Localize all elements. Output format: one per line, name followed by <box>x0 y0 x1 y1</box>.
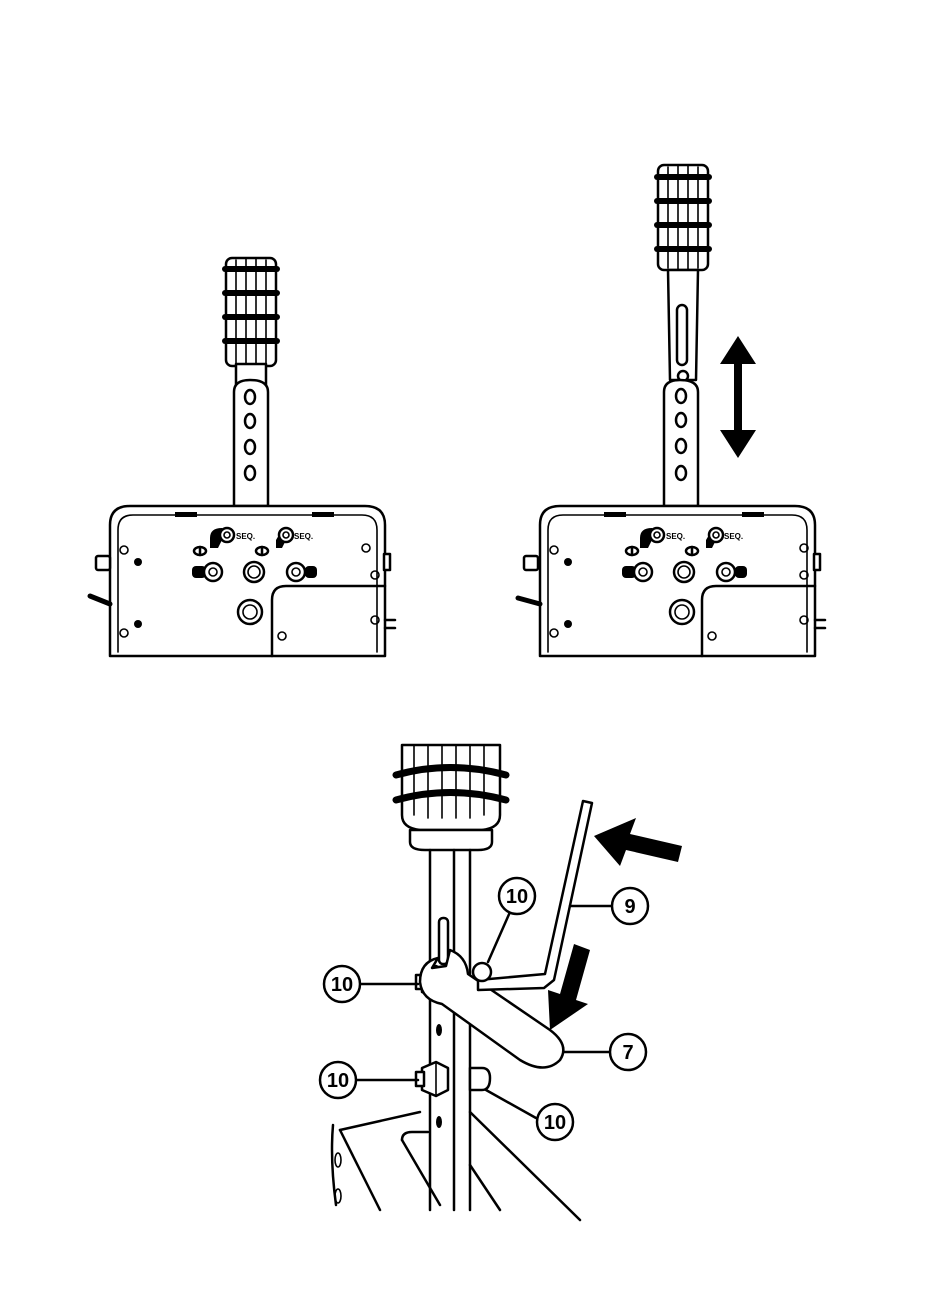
svg-text:10: 10 <box>327 1070 349 1092</box>
seq-label: SEQ. <box>236 532 255 541</box>
wrench <box>420 950 563 1068</box>
insert-direction-arrow <box>594 818 682 866</box>
lever-bracket-right <box>664 380 698 506</box>
callout-10-right-lower: 10 <box>537 1104 573 1140</box>
svg-text:10: 10 <box>506 886 528 908</box>
svg-text:9: 9 <box>624 896 635 918</box>
seq-label: SEQ. <box>666 532 685 541</box>
lever-bracket-left <box>234 380 268 506</box>
base-housing-left <box>90 506 395 656</box>
base-housing-right <box>518 506 825 656</box>
lever-knob-left <box>222 258 280 366</box>
lever-shaft-right <box>668 270 698 380</box>
handbrake-unit-right: SEQ. SEQ. <box>518 165 825 656</box>
svg-text:10: 10 <box>331 974 353 996</box>
svg-text:7: 7 <box>622 1042 633 1064</box>
lever-knob-detail <box>396 745 506 850</box>
callout-7: 7 <box>610 1034 646 1070</box>
callout-9: 9 <box>612 888 648 924</box>
adjustment-detail: 10 10 10 10 9 7 <box>320 745 682 1220</box>
svg-text:10: 10 <box>544 1112 566 1134</box>
seq-label: SEQ. <box>724 532 743 541</box>
callout-10-top: 10 <box>499 878 535 914</box>
lever-shaft-detail <box>430 850 470 1210</box>
handbrake-unit-left: SEQ. SEQ. <box>90 258 395 656</box>
callout-10-left-upper: 10 <box>324 966 360 1002</box>
seq-label: SEQ. <box>294 532 313 541</box>
callout-10-left-lower: 10 <box>320 1062 356 1098</box>
lever-knob-right <box>654 165 712 270</box>
adjust-direction-arrow <box>720 336 756 458</box>
